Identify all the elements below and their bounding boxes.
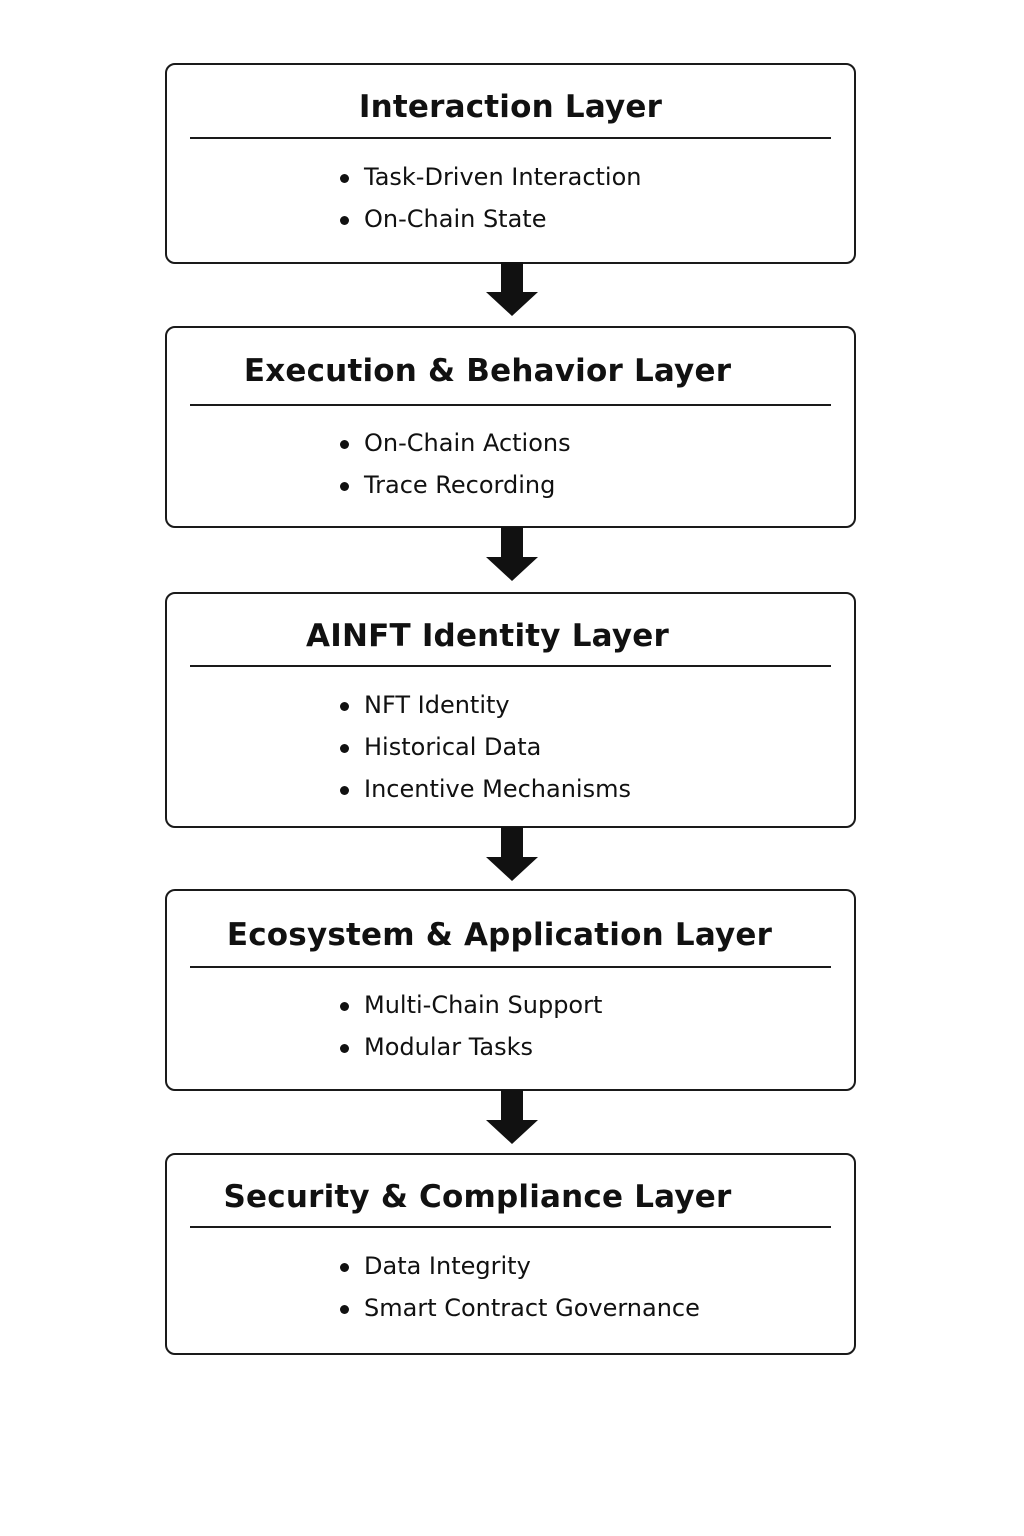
layer-title: Security & Compliance Layer xyxy=(223,1179,732,1215)
list-item: Smart Contract Governance xyxy=(340,1287,700,1329)
layer-box-execution-behavior: Execution & Behavior Layer On-Chain Acti… xyxy=(165,326,856,528)
list-item: Task-Driven Interaction xyxy=(340,156,642,198)
bullet-icon xyxy=(340,1263,349,1272)
list-item: Data Integrity xyxy=(340,1245,700,1287)
layer-divider xyxy=(190,1226,831,1228)
list-item-label: Trace Recording xyxy=(364,471,556,499)
list-item-label: On-Chain State xyxy=(364,205,547,233)
layer-box-ainft-identity: AINFT Identity Layer NFT Identity Histor… xyxy=(165,592,856,828)
list-item-label: Incentive Mechanisms xyxy=(364,775,631,803)
down-arrow-icon xyxy=(486,1090,538,1144)
bullet-icon xyxy=(340,1305,349,1314)
list-item-label: Modular Tasks xyxy=(364,1033,534,1061)
list-item: Modular Tasks xyxy=(340,1026,602,1068)
list-item-label: Data Integrity xyxy=(364,1252,531,1280)
bullet-icon xyxy=(340,216,349,225)
down-arrow-icon xyxy=(486,827,538,881)
down-arrow-icon xyxy=(486,262,538,316)
layer-item-list: On-Chain Actions Trace Recording xyxy=(340,422,571,506)
bullet-icon xyxy=(340,1002,349,1011)
list-item-label: Historical Data xyxy=(364,733,542,761)
list-item: Historical Data xyxy=(340,726,631,768)
list-item: NFT Identity xyxy=(340,684,631,726)
layer-title: Ecosystem & Application Layer xyxy=(226,917,773,953)
layer-divider xyxy=(190,137,831,139)
list-item: On-Chain Actions xyxy=(340,422,571,464)
bullet-icon xyxy=(340,744,349,753)
down-arrow-icon xyxy=(486,527,538,581)
layer-title: Execution & Behavior Layer xyxy=(243,353,732,389)
layer-box-interaction: Interaction Layer Task-Driven Interactio… xyxy=(165,63,856,264)
layer-box-security-compliance: Security & Compliance Layer Data Integri… xyxy=(165,1153,856,1355)
list-item-label: Multi-Chain Support xyxy=(364,991,603,1019)
bullet-icon xyxy=(340,440,349,449)
list-item-label: Smart Contract Governance xyxy=(364,1294,700,1322)
list-item: Multi-Chain Support xyxy=(340,984,602,1026)
list-item: Trace Recording xyxy=(340,464,571,506)
bullet-icon xyxy=(340,702,349,711)
bullet-icon xyxy=(340,482,349,491)
layer-item-list: Data Integrity Smart Contract Governance xyxy=(340,1245,700,1329)
list-item: On-Chain State xyxy=(340,198,642,240)
list-item-label: NFT Identity xyxy=(364,691,510,719)
list-item: Incentive Mechanisms xyxy=(340,768,631,810)
bullet-icon xyxy=(340,786,349,795)
layer-item-list: Multi-Chain Support Modular Tasks xyxy=(340,984,602,1068)
bullet-icon xyxy=(340,174,349,183)
layer-box-ecosystem-application: Ecosystem & Application Layer Multi-Chai… xyxy=(165,889,856,1091)
layer-item-list: Task-Driven Interaction On-Chain State xyxy=(340,156,642,240)
layer-title: Interaction Layer xyxy=(358,89,663,125)
list-item-label: On-Chain Actions xyxy=(364,429,571,457)
layer-item-list: NFT Identity Historical Data Incentive M… xyxy=(340,684,631,810)
layer-divider xyxy=(190,665,831,667)
list-item-label: Task-Driven Interaction xyxy=(364,163,642,191)
bullet-icon xyxy=(340,1044,349,1053)
layer-title: AINFT Identity Layer xyxy=(306,618,669,654)
layer-divider xyxy=(190,404,831,406)
layer-divider xyxy=(190,966,831,968)
